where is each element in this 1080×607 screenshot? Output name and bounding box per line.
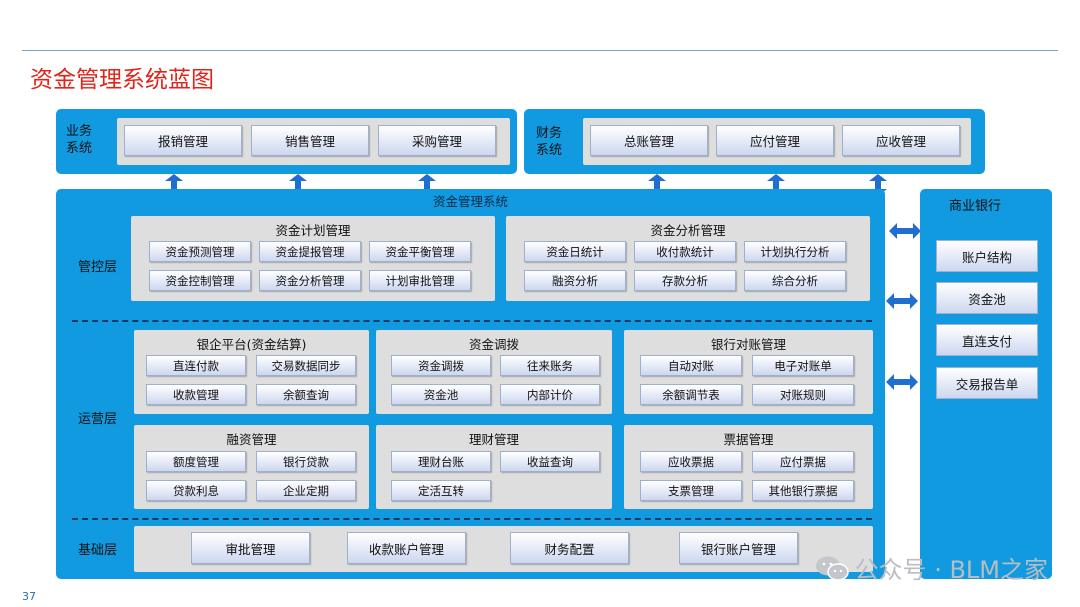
bank-item-fund-pool[interactable]: 资金池 bbox=[936, 282, 1038, 314]
transfer-item[interactable]: 往来账务 bbox=[500, 355, 600, 376]
finance-item[interactable]: 总账管理 bbox=[590, 125, 708, 156]
horizontal-double-arrow-icon bbox=[886, 293, 918, 309]
business-item[interactable]: 采购管理 bbox=[378, 125, 496, 156]
plan-item[interactable]: 资金提报管理 bbox=[259, 241, 361, 262]
commercial-bank-title: 商业银行 bbox=[948, 199, 1001, 214]
financing-group: 融资管理 额度管理 银行贷款 贷款利息 企业定期 bbox=[134, 425, 369, 509]
commercial-bank-panel: 商业银行 账户结构 资金池 直连支付 交易报告单 bbox=[920, 189, 1052, 579]
base-item[interactable]: 财务配置 bbox=[510, 532, 629, 564]
plan-item[interactable]: 计划审批管理 bbox=[369, 270, 471, 291]
reconciliation-title: 银行对账管理 bbox=[710, 337, 786, 352]
operation-layer-label: 运营层 bbox=[78, 412, 118, 427]
business-item[interactable]: 报销管理 bbox=[124, 125, 242, 156]
base-item[interactable]: 银行账户管理 bbox=[679, 532, 798, 564]
base-item[interactable]: 收款账户管理 bbox=[347, 532, 466, 564]
bank-item-transaction-report[interactable]: 交易报告单 bbox=[936, 367, 1038, 399]
bank-item-account-structure[interactable]: 账户结构 bbox=[936, 240, 1038, 272]
finance-item[interactable]: 应收管理 bbox=[842, 125, 960, 156]
header-divider bbox=[22, 50, 1058, 51]
fund-transfer-group: 资金调拨 资金调拨 往来账务 资金池 内部计价 bbox=[376, 330, 612, 414]
bank-item-direct-payment[interactable]: 直连支付 bbox=[936, 324, 1038, 356]
financing-item[interactable]: 贷款利息 bbox=[146, 480, 246, 501]
settlement-item[interactable]: 收款管理 bbox=[146, 384, 246, 405]
finance-systems-label: 财务 系统 bbox=[536, 126, 563, 158]
analysis-item[interactable]: 存款分析 bbox=[634, 270, 736, 291]
analysis-item[interactable]: 综合分析 bbox=[744, 270, 846, 291]
base-layer-label: 基础层 bbox=[78, 543, 118, 558]
bill-management-group: 票据管理 应收票据 应付票据 支票管理 其他银行票据 bbox=[624, 425, 873, 509]
layer-divider bbox=[72, 518, 872, 520]
bill-item[interactable]: 其他银行票据 bbox=[752, 480, 854, 501]
page-number: 37 bbox=[22, 590, 36, 603]
settlement-item[interactable]: 交易数据同步 bbox=[256, 355, 356, 376]
base-item[interactable]: 审批管理 bbox=[191, 532, 310, 564]
bill-item[interactable]: 应付票据 bbox=[752, 451, 854, 472]
plan-management-title: 资金计划管理 bbox=[275, 223, 351, 238]
control-layer-label: 管控层 bbox=[78, 260, 118, 275]
finance-systems-container: 总账管理 应付管理 应收管理 bbox=[583, 118, 971, 165]
settlement-item[interactable]: 直连付款 bbox=[146, 355, 246, 376]
finance-item[interactable]: 应付管理 bbox=[716, 125, 834, 156]
base-layer-container: 审批管理 收款账户管理 财务配置 银行账户管理 bbox=[134, 526, 873, 572]
plan-management-group: 资金计划管理 资金预测管理 资金提报管理 资金平衡管理 资金控制管理 资金分析管… bbox=[131, 216, 495, 301]
bill-management-title: 票据管理 bbox=[723, 432, 774, 447]
transfer-item[interactable]: 资金池 bbox=[391, 384, 491, 405]
wealth-item[interactable]: 理财台账 bbox=[391, 451, 491, 472]
transfer-item[interactable]: 资金调拨 bbox=[391, 355, 491, 376]
analysis-item[interactable]: 收付款统计 bbox=[634, 241, 736, 262]
analysis-management-title: 资金分析管理 bbox=[650, 223, 726, 238]
fund-system-panel: 资金管理系统 管控层 资金计划管理 资金预测管理 资金提报管理 资金平衡管理 资… bbox=[56, 189, 885, 579]
transfer-item[interactable]: 内部计价 bbox=[500, 384, 600, 405]
financing-item[interactable]: 银行贷款 bbox=[256, 451, 356, 472]
business-systems-container: 报销管理 销售管理 采购管理 bbox=[117, 118, 510, 165]
horizontal-double-arrow-icon bbox=[889, 223, 921, 239]
reconciliation-item[interactable]: 电子对账单 bbox=[752, 355, 854, 376]
page-title: 资金管理系统蓝图 bbox=[30, 67, 214, 93]
financing-item[interactable]: 额度管理 bbox=[146, 451, 246, 472]
reconciliation-item[interactable]: 余额调节表 bbox=[640, 384, 742, 405]
financing-item[interactable]: 企业定期 bbox=[256, 480, 356, 501]
wealth-item[interactable]: 定活互转 bbox=[391, 480, 491, 501]
analysis-item[interactable]: 融资分析 bbox=[524, 270, 626, 291]
business-item[interactable]: 销售管理 bbox=[251, 125, 369, 156]
analysis-item[interactable]: 资金日统计 bbox=[524, 241, 626, 262]
bank-enterprise-title: 银企平台(资金结算) bbox=[196, 337, 307, 352]
reconciliation-group: 银行对账管理 自动对账 电子对账单 余额调节表 对账规则 bbox=[624, 330, 873, 414]
bank-enterprise-group: 银企平台(资金结算) 直连付款 交易数据同步 收款管理 余额查询 bbox=[134, 330, 369, 414]
bill-item[interactable]: 支票管理 bbox=[640, 480, 742, 501]
plan-item[interactable]: 资金分析管理 bbox=[259, 270, 361, 291]
reconciliation-item[interactable]: 自动对账 bbox=[640, 355, 742, 376]
business-systems-panel: 业务 系统 报销管理 销售管理 采购管理 bbox=[56, 109, 517, 174]
business-systems-label: 业务 系统 bbox=[66, 124, 93, 156]
plan-item[interactable]: 资金预测管理 bbox=[149, 241, 251, 262]
settlement-item[interactable]: 余额查询 bbox=[256, 384, 356, 405]
finance-systems-panel: 财务 系统 总账管理 应付管理 应收管理 bbox=[524, 109, 985, 174]
fund-transfer-title: 资金调拨 bbox=[468, 337, 519, 352]
bill-item[interactable]: 应收票据 bbox=[640, 451, 742, 472]
plan-item[interactable]: 资金控制管理 bbox=[149, 270, 251, 291]
layer-divider bbox=[72, 320, 872, 322]
horizontal-double-arrow-icon bbox=[886, 374, 918, 390]
wealth-item[interactable]: 收益查询 bbox=[500, 451, 600, 472]
wealth-management-title: 理财管理 bbox=[468, 432, 519, 447]
fund-system-title: 资金管理系统 bbox=[432, 194, 508, 209]
analysis-management-group: 资金分析管理 资金日统计 收付款统计 计划执行分析 融资分析 存款分析 综合分析 bbox=[506, 216, 870, 301]
watermark-text: 公众号 · BLM之家 bbox=[854, 556, 1048, 584]
plan-item[interactable]: 资金平衡管理 bbox=[369, 241, 471, 262]
wechat-icon bbox=[815, 556, 849, 581]
watermark: 公众号 · BLM之家 bbox=[815, 550, 1048, 585]
reconciliation-item[interactable]: 对账规则 bbox=[752, 384, 854, 405]
wealth-management-group: 理财管理 理财台账 收益查询 定活互转 bbox=[376, 425, 612, 509]
financing-title: 融资管理 bbox=[226, 432, 277, 447]
analysis-item[interactable]: 计划执行分析 bbox=[744, 241, 846, 262]
